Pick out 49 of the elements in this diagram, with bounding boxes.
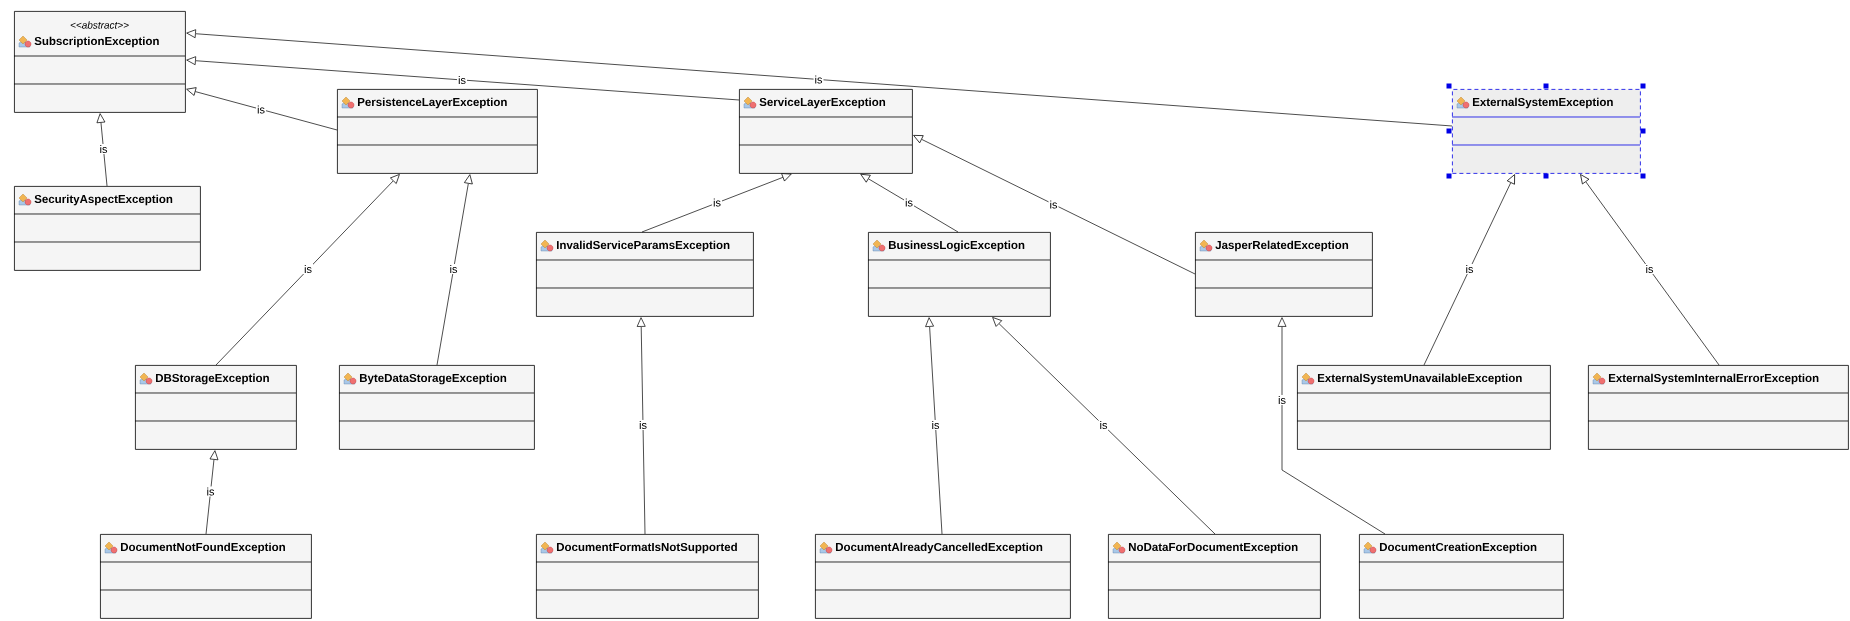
inheritance-arrow <box>1423 174 1515 366</box>
inheritance-arrow <box>215 174 400 366</box>
class-box: DBStorageException <box>134 365 297 450</box>
inheritance-arrow <box>913 135 1196 275</box>
class-box: DocumentNotFoundException <box>99 534 312 619</box>
inheritance-arrow <box>205 450 219 535</box>
edge-label: is <box>1048 199 1059 210</box>
class-box: DocumentCreationException <box>1358 534 1564 619</box>
inheritance-arrow <box>1277 317 1386 535</box>
class-box: ExternalSystemInternalErrorException <box>1587 365 1849 450</box>
edge-label: is <box>904 197 914 208</box>
edge-label: is <box>638 419 648 431</box>
edge-label: is <box>712 197 722 208</box>
class-box: SecurityAspectException <box>13 186 201 271</box>
class-box: DocumentAlreadyCancelledException <box>814 534 1071 619</box>
class-box: ExternalSystemException <box>1451 89 1641 174</box>
edge-label: is <box>457 74 467 86</box>
inheritance-arrow <box>925 317 943 535</box>
edge-label: is <box>1464 263 1475 275</box>
edge-label: is <box>256 104 266 115</box>
inheritance-arrow <box>636 317 646 535</box>
edge-label: is <box>930 419 941 431</box>
class-box: ExternalSystemUnavailableException <box>1296 365 1551 450</box>
inheritance-arrow <box>641 173 792 233</box>
edge-label: is <box>98 143 109 155</box>
inheritance-arrow <box>436 174 473 366</box>
class-box: ServiceLayerException <box>738 89 913 174</box>
class-box: BusinessLogicException <box>867 232 1051 317</box>
inheritance-arrow <box>1580 174 1720 366</box>
class-box: JasperRelatedException <box>1194 232 1373 317</box>
class-box: PersistenceLayerException <box>336 89 538 174</box>
inheritance-arrow <box>186 87 338 131</box>
class-box: DocumentFormatIsNotSupported <box>535 534 759 619</box>
inheritance-arrow <box>992 317 1216 535</box>
edge-label: is <box>303 263 313 275</box>
edge-label: is <box>448 263 459 275</box>
inheritance-arrow <box>186 29 1453 127</box>
class-box: <<abstract>> SubscriptionException <box>13 11 186 113</box>
inheritance-arrow <box>860 173 959 233</box>
inheritance-arrow <box>96 113 108 187</box>
class-box: InvalidServiceParamsException <box>535 232 754 317</box>
edge-label: is <box>1277 394 1287 406</box>
inheritance-arrow <box>186 56 740 101</box>
edge-label: is <box>205 486 216 497</box>
edge-label: is <box>1098 419 1109 431</box>
class-box: ByteDataStorageException <box>338 365 535 450</box>
edge-label: is <box>1644 263 1655 275</box>
class-box: NoDataForDocumentException <box>1107 534 1321 619</box>
edge-label: is <box>813 74 824 85</box>
